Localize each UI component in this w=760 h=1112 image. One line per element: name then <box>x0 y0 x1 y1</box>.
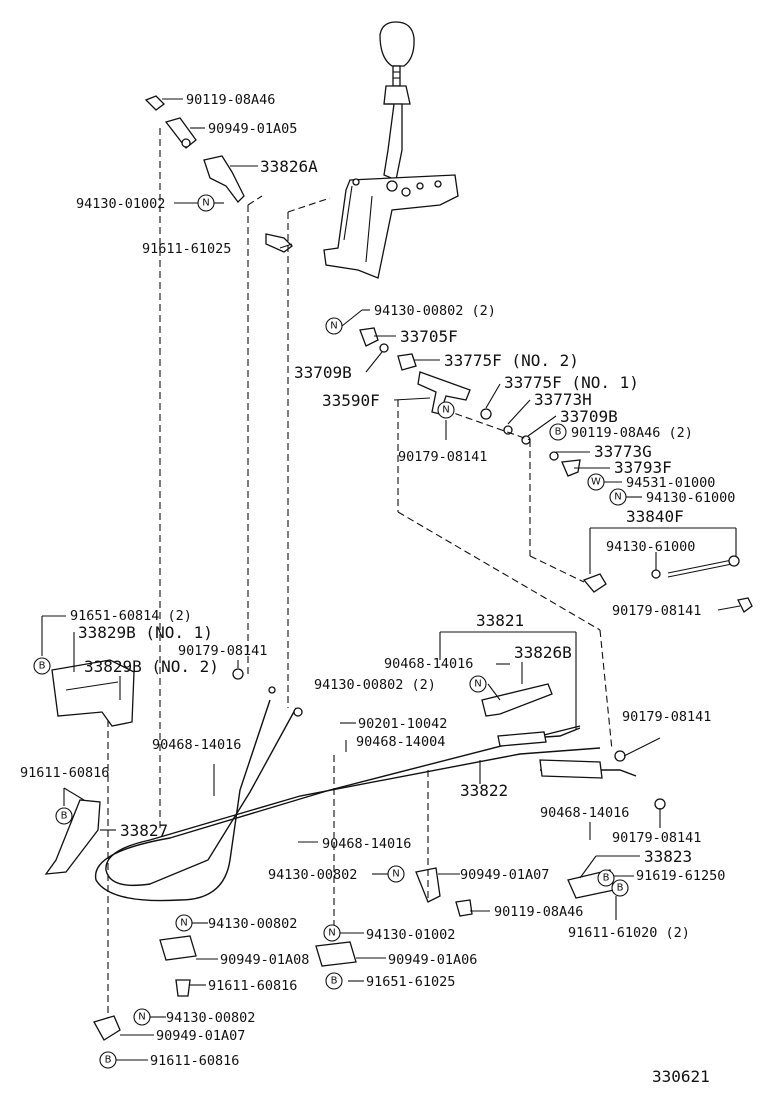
bolt-symbol: B <box>325 972 343 990</box>
part-label: 90468-14016 <box>540 805 629 821</box>
part-label: 33775F (NO. 2) <box>444 351 579 370</box>
bolt-symbol: B <box>549 423 567 441</box>
svg-text:N: N <box>202 198 209 209</box>
nut-symbol: N <box>469 675 487 693</box>
part-label: 90949-01A05 <box>208 121 297 137</box>
part-label: 91611-61025 <box>142 241 231 257</box>
svg-text:N: N <box>180 918 187 929</box>
nut-symbol: N <box>323 924 341 942</box>
svg-text:W: W <box>591 477 601 488</box>
part-label: 91611-61020 (2) <box>568 925 690 941</box>
part-label: 94130-00802 <box>208 916 297 932</box>
part-label: 90468-14016 <box>384 656 473 672</box>
bolt-symbol: B <box>55 807 73 825</box>
shift-lever-assembly <box>323 21 459 279</box>
selector-shaft-group <box>359 327 581 477</box>
part-label: 33829B (NO. 1) <box>78 623 213 642</box>
part-label: 94130-00802 <box>268 867 357 883</box>
bolt-symbol: B <box>597 869 615 887</box>
bolt-symbol: B <box>33 657 51 675</box>
part-label: 33793F <box>614 458 672 477</box>
part-label: 90179-08141 <box>612 603 701 619</box>
part-label: 90468-14016 <box>322 836 411 852</box>
part-label: 33773G <box>594 442 652 461</box>
svg-text:N: N <box>392 869 399 880</box>
nut-symbol: N <box>387 865 405 883</box>
nut-symbol: N <box>133 1008 151 1026</box>
part-label: 33775F (NO. 1) <box>504 373 639 392</box>
part-label: 33827 <box>120 821 168 840</box>
svg-text:B: B <box>555 427 562 438</box>
part-label: 91619-61250 <box>636 868 725 884</box>
part-label: 90949-01A07 <box>156 1028 245 1044</box>
part-label: 90119-08A46 (2) <box>571 425 693 441</box>
part-label: 91651-61025 <box>366 974 455 990</box>
svg-text:B: B <box>105 1055 112 1066</box>
svg-text:N: N <box>328 928 335 939</box>
part-label: 33829B (NO. 2) <box>84 657 219 676</box>
part-label: 33826B <box>514 643 572 662</box>
part-label: 90179-08141 <box>178 643 267 659</box>
bolt-symbol: B <box>99 1051 117 1069</box>
svg-text:B: B <box>39 661 46 672</box>
part-label: 90119-08A46 <box>494 904 583 920</box>
part-label: 94130-00802 <box>166 1010 255 1026</box>
part-label: 90949-01A08 <box>220 952 309 968</box>
part-label: 90949-01A07 <box>460 867 549 883</box>
part-label: 33590F <box>322 391 380 410</box>
part-label: 33826A <box>260 157 318 176</box>
part-label: 33709B <box>560 407 618 426</box>
part-label: 90949-01A06 <box>388 952 477 968</box>
part-label: 90179-08141 <box>398 449 487 465</box>
svg-text:N: N <box>138 1012 145 1023</box>
part-label: 94130-01002 <box>76 196 165 212</box>
bolt-symbol: B <box>611 879 629 897</box>
part-label: 91611-60816 <box>150 1053 239 1069</box>
part-label: 91611-60816 <box>208 978 297 994</box>
dashed-guides <box>107 128 613 1018</box>
nut-symbol: N <box>197 194 215 212</box>
part-label: 33821 <box>476 611 524 630</box>
part-label: 94531-01000 <box>626 475 715 491</box>
part-label: 33822 <box>460 781 508 800</box>
part-label: 94130-01002 <box>366 927 455 943</box>
svg-text:B: B <box>603 873 610 884</box>
part-label: 94130-00802 (2) <box>314 677 436 693</box>
nut-symbol: N <box>609 488 627 506</box>
nut-symbol: N <box>175 914 193 932</box>
shift-cables <box>94 668 666 902</box>
svg-text:N: N <box>614 492 621 503</box>
part-label: 33773H <box>534 390 592 409</box>
diagram-number: 330621 <box>652 1067 710 1086</box>
cable-brackets <box>44 659 615 1041</box>
washer-symbol: W <box>587 473 605 491</box>
part-label: 90468-14016 <box>152 737 241 753</box>
top-left-fasteners <box>144 95 293 253</box>
svg-text:B: B <box>331 976 338 987</box>
part-label: 90468-14004 <box>356 734 445 750</box>
part-label: 33823 <box>644 847 692 866</box>
part-label: 91611-60816 <box>20 765 109 781</box>
nut-symbol: N <box>437 401 455 419</box>
part-label: 94130-61000 <box>606 539 695 555</box>
part-label: 94130-61000 <box>646 490 735 506</box>
part-label: 90119-08A46 <box>186 92 275 108</box>
part-labels: 90119-08A46 90949-01A05 33826A 94130-010… <box>20 92 735 1086</box>
part-label: 91651-60814 (2) <box>70 608 192 624</box>
part-label: 90179-08141 <box>622 709 711 725</box>
svg-text:N: N <box>474 679 481 690</box>
part-label: 33840F <box>626 507 684 526</box>
svg-text:N: N <box>330 321 337 332</box>
svg-text:N: N <box>442 405 449 416</box>
part-label: 90179-08141 <box>612 830 701 846</box>
part-label: 33709B <box>294 363 352 382</box>
part-label: 33705F <box>400 327 458 346</box>
leader-lines <box>41 98 741 1061</box>
nut-symbol: N <box>325 317 343 335</box>
svg-text:B: B <box>61 811 68 822</box>
svg-text:B: B <box>617 883 624 894</box>
part-label: 94130-00802 (2) <box>374 303 496 319</box>
part-label: 90201-10042 <box>358 716 447 732</box>
